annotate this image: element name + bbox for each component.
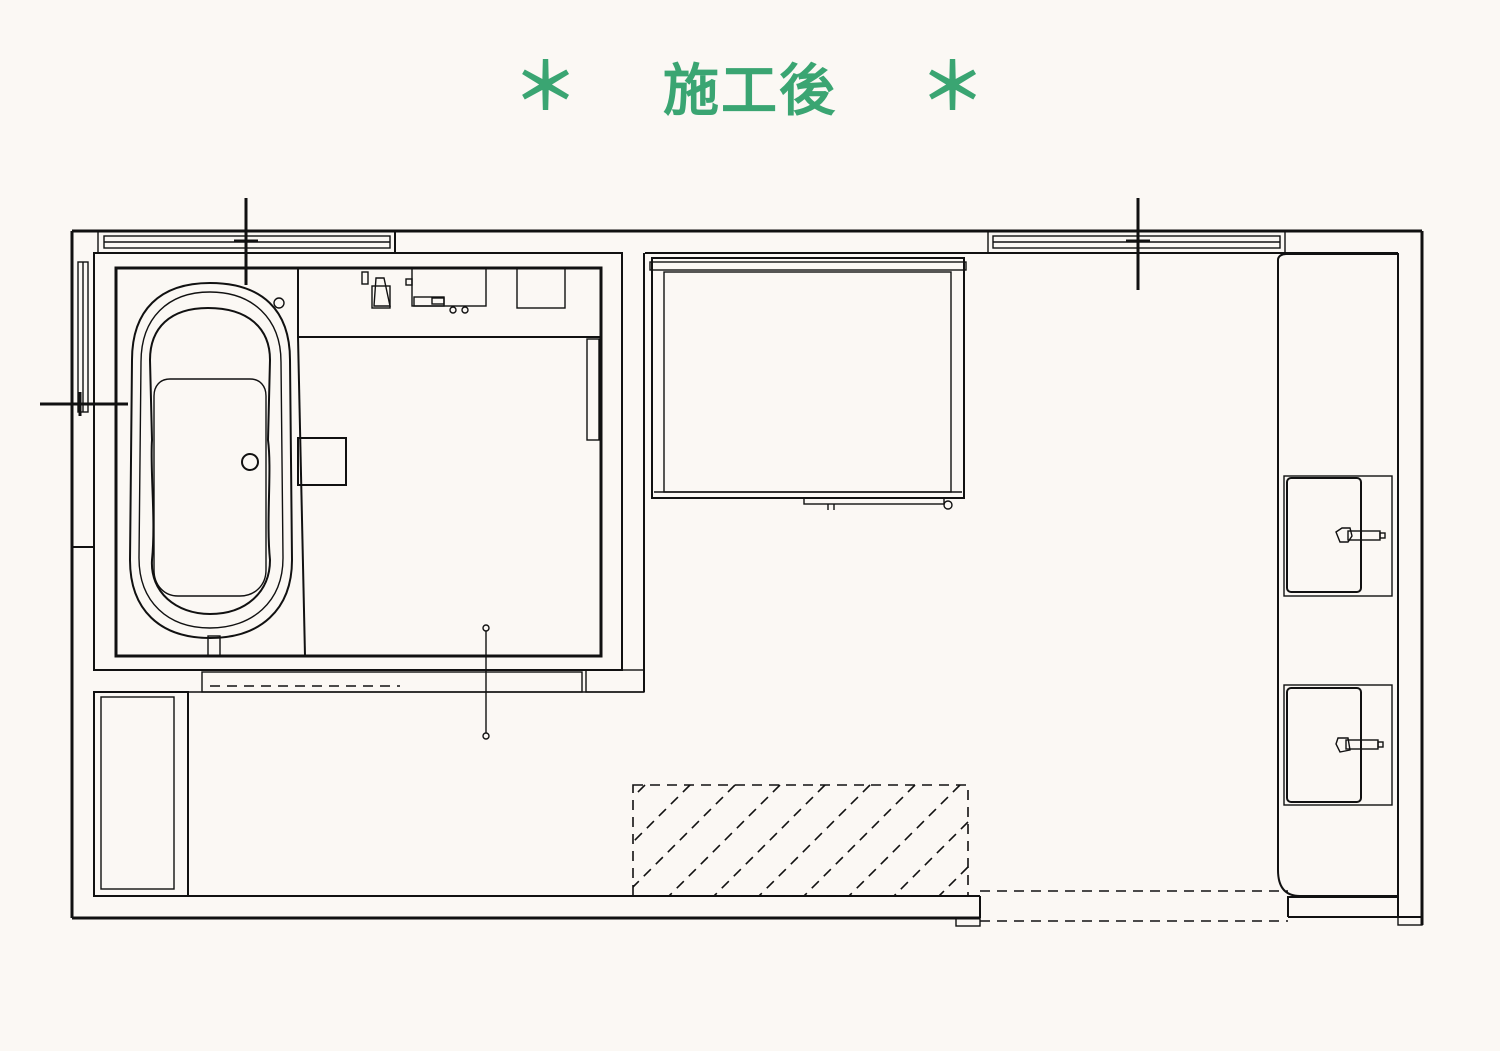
bath-bench	[297, 437, 347, 486]
door-opening	[980, 890, 1288, 922]
title-star-left: ＊	[513, 51, 580, 125]
floor-mat	[632, 784, 969, 897]
washing-machine	[649, 257, 967, 510]
vanity-sink	[1283, 684, 1393, 806]
title-star-right: ＊	[920, 51, 987, 125]
outer-wall	[70, 229, 1424, 927]
window-left	[77, 261, 89, 413]
page-title: ＊ 施工後 ＊	[0, 40, 1500, 132]
bathtub	[128, 281, 294, 640]
title-text: 施工後	[663, 58, 837, 124]
vanity-sink	[1283, 475, 1393, 597]
storage-cabinet	[93, 691, 644, 897]
shower-shelf	[516, 267, 566, 309]
bathroom-unit	[93, 252, 645, 740]
section-marker	[40, 198, 1150, 416]
shower-faucet	[361, 267, 487, 314]
vanity-counter	[1277, 253, 1399, 897]
